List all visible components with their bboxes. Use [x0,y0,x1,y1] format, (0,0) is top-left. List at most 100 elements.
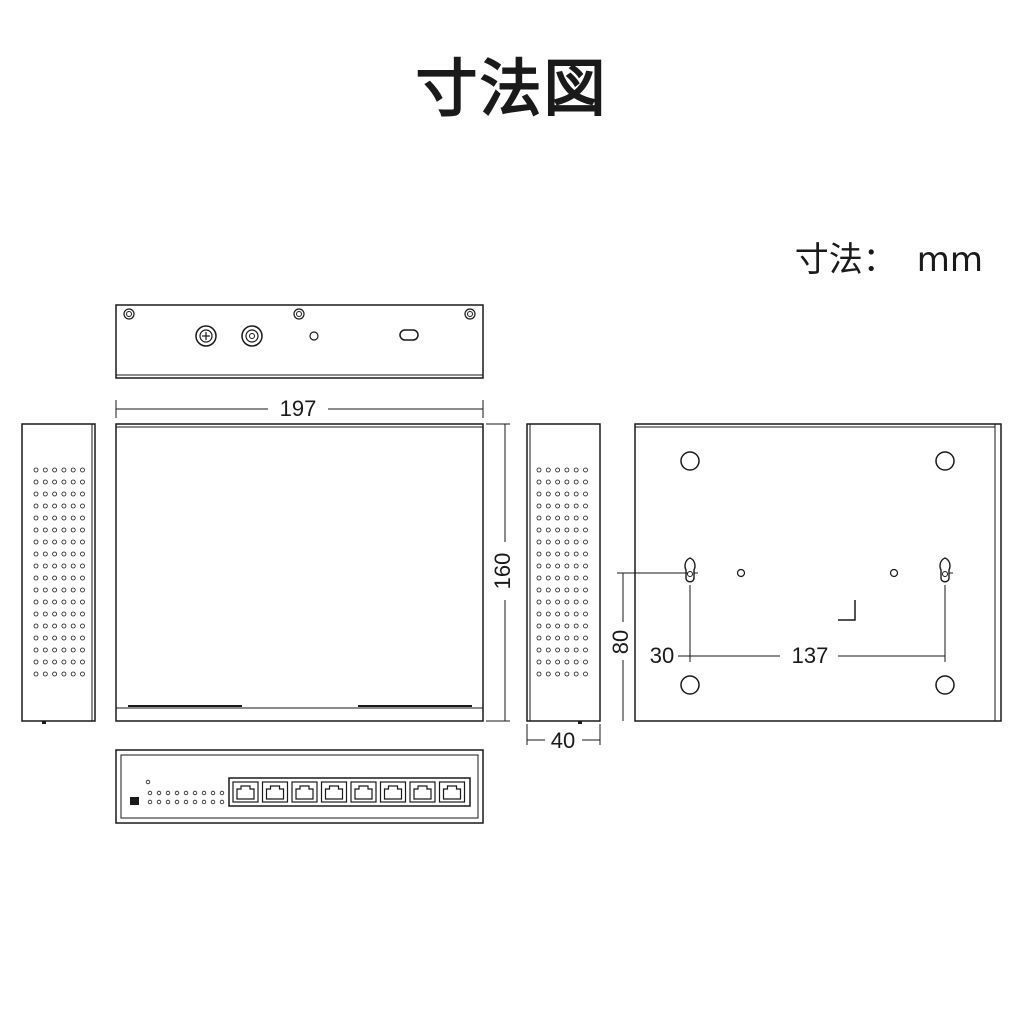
vent-hole [573,539,579,545]
vent-hole [52,671,57,677]
vent-hole [564,671,570,677]
foot-mount-hole [935,451,955,471]
vent-hole [61,659,67,665]
vent-hole [564,599,570,605]
vent-hole [545,635,551,641]
vent-hole [583,671,588,677]
depth-label: 160 [490,553,515,590]
status-led [210,799,216,805]
screw-icon [293,308,305,320]
vent-hole [70,587,76,593]
vent-hole [545,623,551,629]
vent-hole [33,635,39,641]
vent-hole [545,611,551,617]
status-led [219,790,225,796]
vent-hole [80,659,85,665]
vent-hole [545,479,551,485]
vent-hole [61,587,67,593]
vent-hole [545,515,551,521]
vent-hole [564,479,570,485]
vent-hole [33,659,39,665]
vent-hole [583,491,588,497]
reset-hole-icon [309,331,319,341]
rj45-port-icon [291,781,318,803]
vent-hole [536,527,542,533]
foot-mount-hole [680,675,700,695]
vent-hole [536,503,542,509]
width-label: 197 [280,396,317,421]
status-led [147,790,153,796]
vent-hole [70,467,76,473]
vent-hole [564,551,570,557]
vent-hole [536,479,542,485]
vent-hole [583,479,588,485]
vent-hole [555,491,560,497]
vent-hole [555,563,560,569]
vent-hole [80,575,85,581]
vent-hole [42,587,48,593]
mount-offset-label: 80 [608,630,633,654]
vent-hole [564,467,570,473]
vent-hole [80,551,85,557]
vent-hole [61,467,67,473]
vent-hole [573,647,579,653]
vent-hole [545,599,551,605]
vent-hole [42,659,48,665]
vent-hole [536,575,542,581]
vent-hole [80,479,85,485]
vent-hole [555,527,560,533]
vent-hole [70,515,76,521]
dc-jack-icon [241,325,263,347]
ground-terminal-icon [195,325,217,347]
mount-side-label: 30 [650,643,674,668]
vent-hole [52,479,57,485]
rj45-port-icon [350,781,377,803]
vent-hole [555,515,560,521]
vent-hole [564,623,570,629]
vent-hole [52,635,57,641]
vent-hole [61,491,67,497]
status-led [210,790,216,796]
vent-hole [536,635,542,641]
vent-hole [42,551,48,557]
vent-hole [545,527,551,533]
drawing-title: 寸法図 [415,52,608,125]
vent-hole [536,515,542,521]
vent-hole [61,623,67,629]
status-led [219,799,225,805]
rj45-port-icon [320,781,348,803]
vent-hole [583,611,588,617]
vent-hole [564,515,570,521]
status-led [165,790,171,796]
vent-hole [80,563,85,569]
vent-hole [80,503,85,509]
vent-hole [61,515,67,521]
vent-hole [52,659,57,665]
rj45-port-icon [409,781,436,803]
vent-hole [52,467,57,473]
vent-hole [61,647,67,653]
vent-hole [545,491,551,497]
vent-hole [564,635,570,641]
vent-hole [70,551,76,557]
lan-ports [228,777,471,807]
vent-hole [42,563,48,569]
vent-hole [42,671,48,677]
vent-hole [33,575,39,581]
vent-hole [42,575,48,581]
vent-hole [61,563,67,569]
vent-hole [573,671,579,677]
vent-hole [52,563,57,569]
rj45-port-icon [261,781,289,803]
vent-hole [80,611,85,617]
vent-hole [583,467,588,473]
vent-hole [583,575,588,581]
vent-hole [42,527,48,533]
vent-hole [80,527,85,533]
vent-hole [61,527,67,533]
vent-hole [61,611,67,617]
unit-value: mm [916,240,983,280]
vent-hole [61,539,67,545]
bottom-view [634,423,1002,722]
vent-hole [573,491,579,497]
